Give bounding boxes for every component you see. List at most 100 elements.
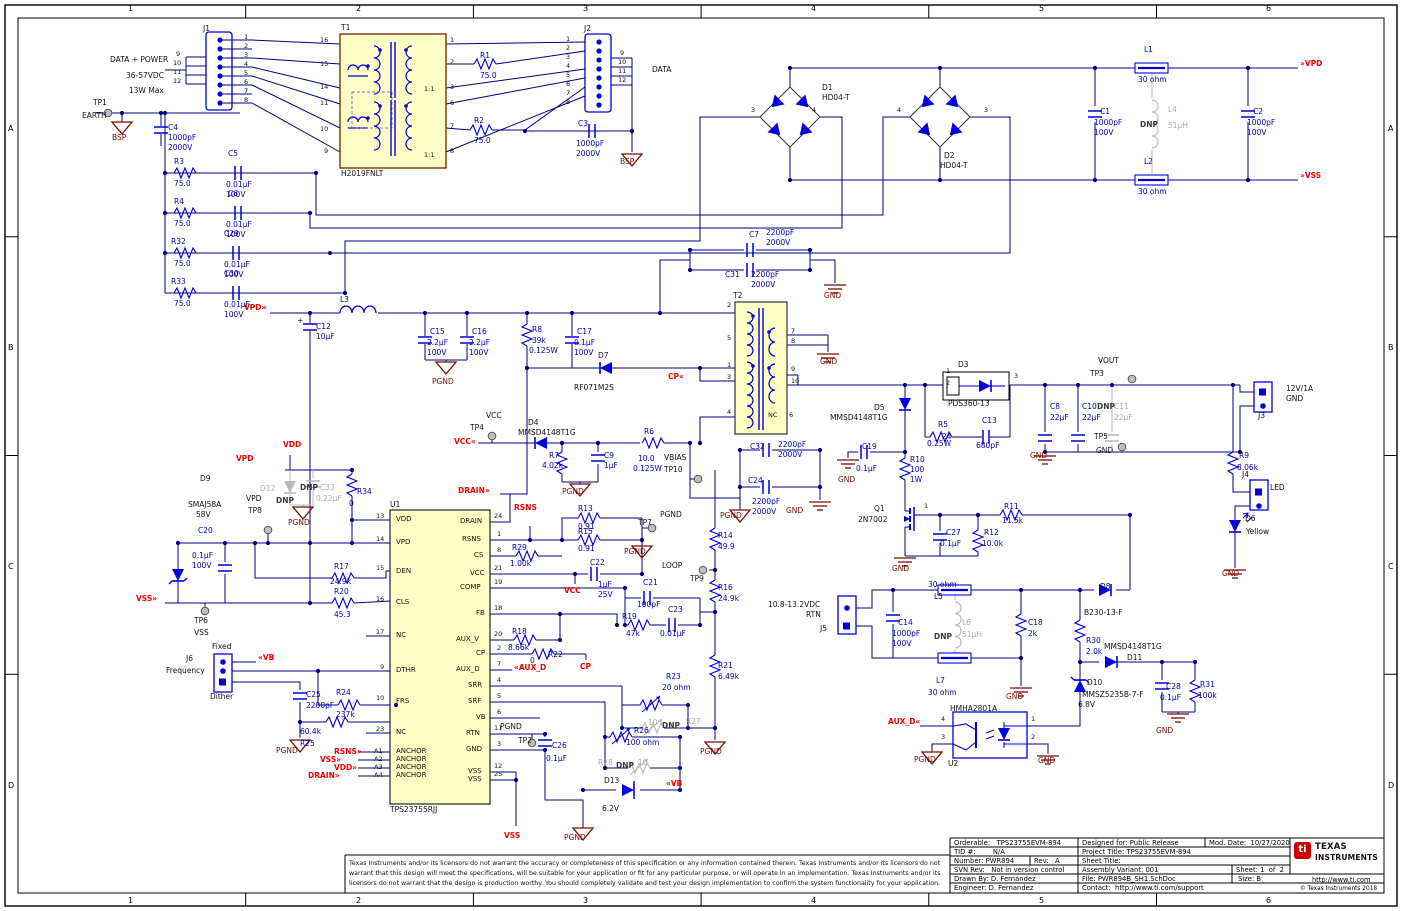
junction-dot: [629, 128, 635, 134]
junction-dot: [119, 110, 125, 116]
component-label: C5: [228, 149, 239, 158]
wire: [309, 116, 843, 229]
ic-pin-name-label: RTN: [466, 729, 480, 737]
component-label: 100pF: [637, 600, 661, 609]
dnp-label: 10: [648, 718, 658, 727]
pin-label: 4: [497, 676, 502, 684]
tb-size: Size: B: [1238, 875, 1262, 883]
header-j5: [844, 605, 850, 611]
component-label: C15: [430, 327, 445, 336]
net-label: VCC: [564, 586, 581, 595]
component-label: R17: [334, 562, 349, 571]
wire: [810, 259, 836, 283]
component-label: 100V: [226, 230, 246, 239]
text-label: D8: [1100, 582, 1111, 591]
junction-dot: [697, 365, 703, 371]
pin-label: A2: [374, 755, 383, 763]
tb-mod-date: Mod. Date: 10/27/2020: [1209, 839, 1290, 847]
pin-label: 10: [791, 377, 800, 385]
frame-col-label: 2: [356, 4, 362, 13]
component-label: 10.0k: [982, 539, 1004, 548]
junction-dot: [1018, 655, 1024, 661]
wire: [1232, 474, 1250, 493]
pin-label: 9: [176, 50, 181, 58]
dnp-flag-label: DNP: [276, 496, 294, 505]
test-point: [527, 738, 537, 748]
pin-label: 3: [941, 733, 946, 741]
text-label: 10.8-13.2VDC: [768, 600, 821, 609]
pin-label: 8: [497, 546, 502, 554]
pin-label: 9: [324, 147, 329, 155]
resistor-symbol: [345, 473, 359, 497]
junction-dot: [1127, 512, 1133, 518]
ground-label: PGND: [564, 833, 586, 842]
wire: [353, 600, 391, 604]
header-j4: [1256, 503, 1262, 509]
text-label: TP8: [248, 506, 262, 515]
pin-label: 24: [494, 512, 503, 520]
wire: [251, 57, 341, 65]
pin-label: 1: [946, 367, 951, 375]
text-label: Q1: [874, 504, 885, 513]
text-label: MMSD4148T1G: [830, 413, 888, 422]
text-label: D5: [874, 403, 885, 412]
pin-label: 1:1: [424, 85, 435, 93]
component-label: C22: [590, 558, 605, 567]
junction-dot: [817, 447, 823, 453]
header-j6: [213, 653, 233, 693]
pin-label: 12: [173, 77, 182, 85]
pin-label: 1: [497, 530, 502, 538]
tb-tid: TID #: N/A: [954, 848, 1005, 856]
header-j5: [843, 622, 850, 630]
dnp-label: 22µF: [1114, 413, 1133, 422]
component-label: 0.1µF: [546, 754, 568, 763]
pin-label: 4: [941, 715, 946, 723]
frame-col-label: 3: [583, 4, 589, 13]
polarity-dot: [366, 116, 370, 120]
net-label: »VPD: [1300, 59, 1323, 68]
junction-dot: [1109, 382, 1115, 388]
net-label: «VB: [666, 779, 683, 788]
component-label: C32: [750, 442, 765, 451]
pgnd-ground-icon: [703, 741, 727, 756]
component-label: 2200pF: [752, 497, 781, 506]
pin-label: 15: [376, 564, 385, 572]
component-label: 0.1µF: [192, 551, 214, 560]
component-label: R8: [532, 325, 542, 334]
junction-dot: [162, 210, 168, 216]
pin-label: 2: [1031, 733, 1036, 741]
component-label: C4: [168, 123, 179, 132]
disclaimer-line: Texas Instruments and/or its licensors d…: [349, 860, 941, 867]
junction-dot: [937, 65, 943, 71]
component-label: 0.01µF: [226, 180, 252, 189]
junction-dot: [542, 747, 548, 753]
component-label: C18: [1028, 618, 1043, 627]
component-label: 1000pF: [168, 133, 197, 142]
pin-label: 4: [566, 62, 571, 70]
text-label: RF071M2S: [574, 383, 614, 392]
bridge-rectifier-d2: [909, 86, 971, 148]
junction-dot: [787, 65, 793, 71]
resistor-symbol: [325, 715, 349, 729]
pin-label: 6: [566, 80, 571, 88]
pin-label: 25: [494, 770, 503, 778]
component-label: 0: [530, 656, 535, 665]
component-label: R15: [578, 527, 593, 536]
pgnd-ground-icon: [620, 153, 644, 168]
pgnd-ground-icon: [434, 361, 458, 376]
text-label: 36-57VDC: [126, 71, 164, 80]
component-label: 1000pF: [892, 629, 921, 638]
net-label: »VSS: [1300, 171, 1322, 180]
bridge-rectifier-d1: [799, 122, 813, 136]
test-point: [103, 108, 113, 118]
tb-orderable: Orderable: TPS23755EVM-894: [954, 839, 1062, 847]
dnp-label: 0.22µF: [316, 494, 342, 503]
wire: [315, 116, 910, 216]
pin-label: 14: [376, 535, 385, 543]
pin-label: 9: [620, 49, 625, 57]
ic-u1: [389, 509, 491, 805]
component-label: R19: [622, 612, 637, 621]
pin-label: 5: [244, 69, 249, 77]
polarity-dot: [404, 104, 408, 108]
